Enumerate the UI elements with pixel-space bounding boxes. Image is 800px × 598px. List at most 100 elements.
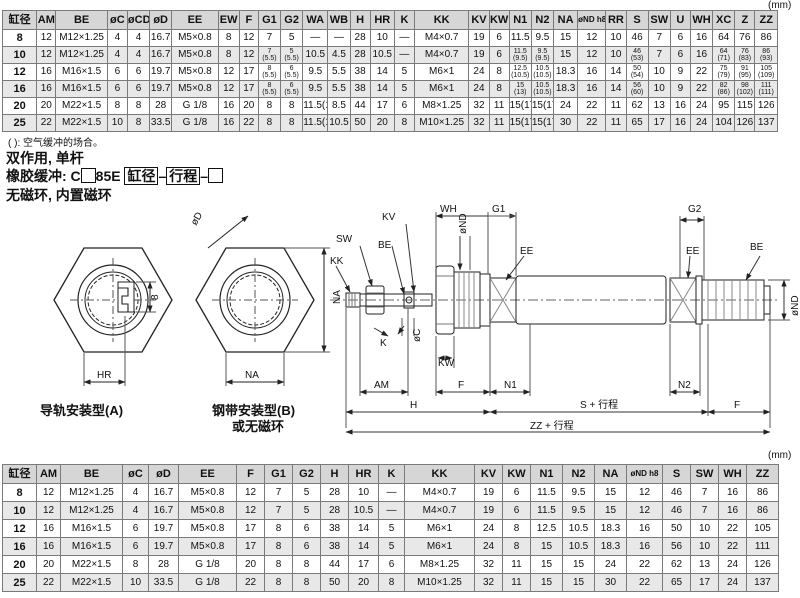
table-cell: 44 — [349, 97, 371, 115]
table-cell: 22 — [577, 97, 607, 115]
table-cell: 15 — [594, 501, 627, 520]
dim-label-g2: G2 — [688, 204, 702, 215]
dim-label-f-right: F — [734, 400, 740, 411]
table-cell: G 1/8 — [171, 114, 219, 132]
table-cell: 5 — [393, 63, 415, 81]
table-cell: 22 — [236, 573, 265, 592]
table-cell: 11.5(13) — [302, 97, 329, 115]
table-cell: 32 — [468, 97, 490, 115]
magnet-option-heading: 无磁环, 内置磁环 — [6, 187, 112, 203]
table-cell: 16 — [36, 537, 61, 556]
table-cell: 15(13) — [508, 80, 532, 98]
table-cell: 17 — [348, 555, 379, 574]
table-cell: 17 — [238, 80, 259, 98]
view-b-caption-sub: 或无磁环 — [232, 419, 285, 434]
bottom-table-header: KK — [404, 464, 475, 484]
top-table-header: ZZ — [754, 10, 778, 30]
table-cell: 115 — [734, 97, 756, 115]
table-cell: 8 — [502, 519, 531, 538]
table-cell: 38 — [320, 537, 349, 556]
table-cell: 30 — [594, 573, 627, 592]
table-cell: 11.5 — [530, 483, 563, 502]
bottom-table-header: EE — [178, 464, 237, 484]
table-cell: 12 — [238, 46, 259, 64]
top-table-header: øC — [106, 10, 128, 30]
table-cell: 32 — [474, 555, 503, 574]
table-cell: 5 — [292, 501, 321, 520]
table-cell: 10 — [348, 483, 379, 502]
table-cell: 8 — [217, 29, 240, 47]
table-cell: 12 — [236, 501, 265, 520]
dash-1: – — [158, 168, 167, 184]
table-cell: 11 — [605, 97, 627, 115]
table-cell: 6 — [106, 80, 128, 98]
dim-label-sw: SW — [336, 234, 353, 245]
bottom-table-header: KV — [474, 464, 503, 484]
table-cell: 16.7 — [149, 46, 173, 64]
table-cell: 4 — [106, 29, 128, 47]
table-cell: 10.5 — [327, 114, 351, 132]
table-cell: 5.5 — [327, 80, 351, 98]
table-cell: 6(5.5) — [280, 63, 304, 81]
dim-label-ee-right: EE — [686, 246, 700, 257]
table-cell: 50 — [349, 114, 371, 132]
table-cell: 16 — [577, 80, 607, 98]
top-table-header: AM — [36, 10, 57, 30]
table-cell: 111(111) — [754, 80, 778, 98]
table-cell: 95 — [712, 97, 736, 115]
bottom-table-header: N1 — [530, 464, 563, 484]
table-cell: 20 — [36, 97, 57, 115]
table-cell: 8 — [264, 519, 293, 538]
table-cell: 7 — [264, 501, 293, 520]
table-cell: 4 — [122, 501, 149, 520]
bottom-table-header: HR — [348, 464, 379, 484]
table-cell: 18.3 — [552, 63, 579, 81]
top-table-header: F — [238, 10, 259, 30]
table-cell: 9.5 — [562, 483, 595, 502]
table-cell: 24 — [474, 519, 503, 538]
side-view-cylinder — [330, 265, 780, 335]
table-cell: 76 — [734, 29, 756, 47]
table-cell: 7 — [647, 29, 671, 47]
table-cell: 9.5 — [302, 63, 329, 81]
bottom-table-header: øND h8 — [626, 464, 663, 484]
table-cell: 14 — [605, 80, 627, 98]
table-cell: 38 — [320, 519, 349, 538]
top-table-header: Z — [734, 10, 756, 30]
table-cell: 91(95) — [734, 63, 756, 81]
table-cell: 17 — [690, 573, 719, 592]
dim-label-s-stroke: S + 行程 — [580, 398, 618, 411]
table-cell: 14 — [369, 80, 395, 98]
table-cell: 10.5 — [348, 501, 379, 520]
table-cell: 9 — [669, 63, 691, 81]
table-cell: 15 — [552, 46, 579, 64]
table-cell: 24 — [552, 97, 579, 115]
table-cell: 12 — [236, 483, 265, 502]
table-cell: 19.7 — [149, 80, 173, 98]
table-cell: M6×1 — [404, 537, 475, 556]
top-table-header: HR — [369, 10, 395, 30]
table-cell: 15(17) — [508, 114, 532, 132]
table-cell: M22×1.5 — [60, 555, 123, 574]
table-cell: 33.5 — [149, 114, 173, 132]
table-cell: 8 — [257, 97, 282, 115]
table-cell: 16 — [718, 483, 747, 502]
table-cell: 12 — [1, 63, 38, 81]
table-cell: 11 — [502, 573, 531, 592]
dim-label-wh: WH — [440, 204, 457, 215]
table-cell: 10.5(10.5) — [530, 80, 554, 98]
table-cell: 6 — [669, 46, 691, 64]
table-cell: 22 — [238, 114, 259, 132]
table-cell: 28 — [320, 483, 349, 502]
table-cell: 5.5 — [327, 63, 351, 81]
table-cell: 15 — [530, 573, 563, 592]
table-cell: 11.5(13) — [302, 114, 329, 132]
table-cell: 17 — [236, 537, 265, 556]
table-cell: 15 — [594, 483, 627, 502]
